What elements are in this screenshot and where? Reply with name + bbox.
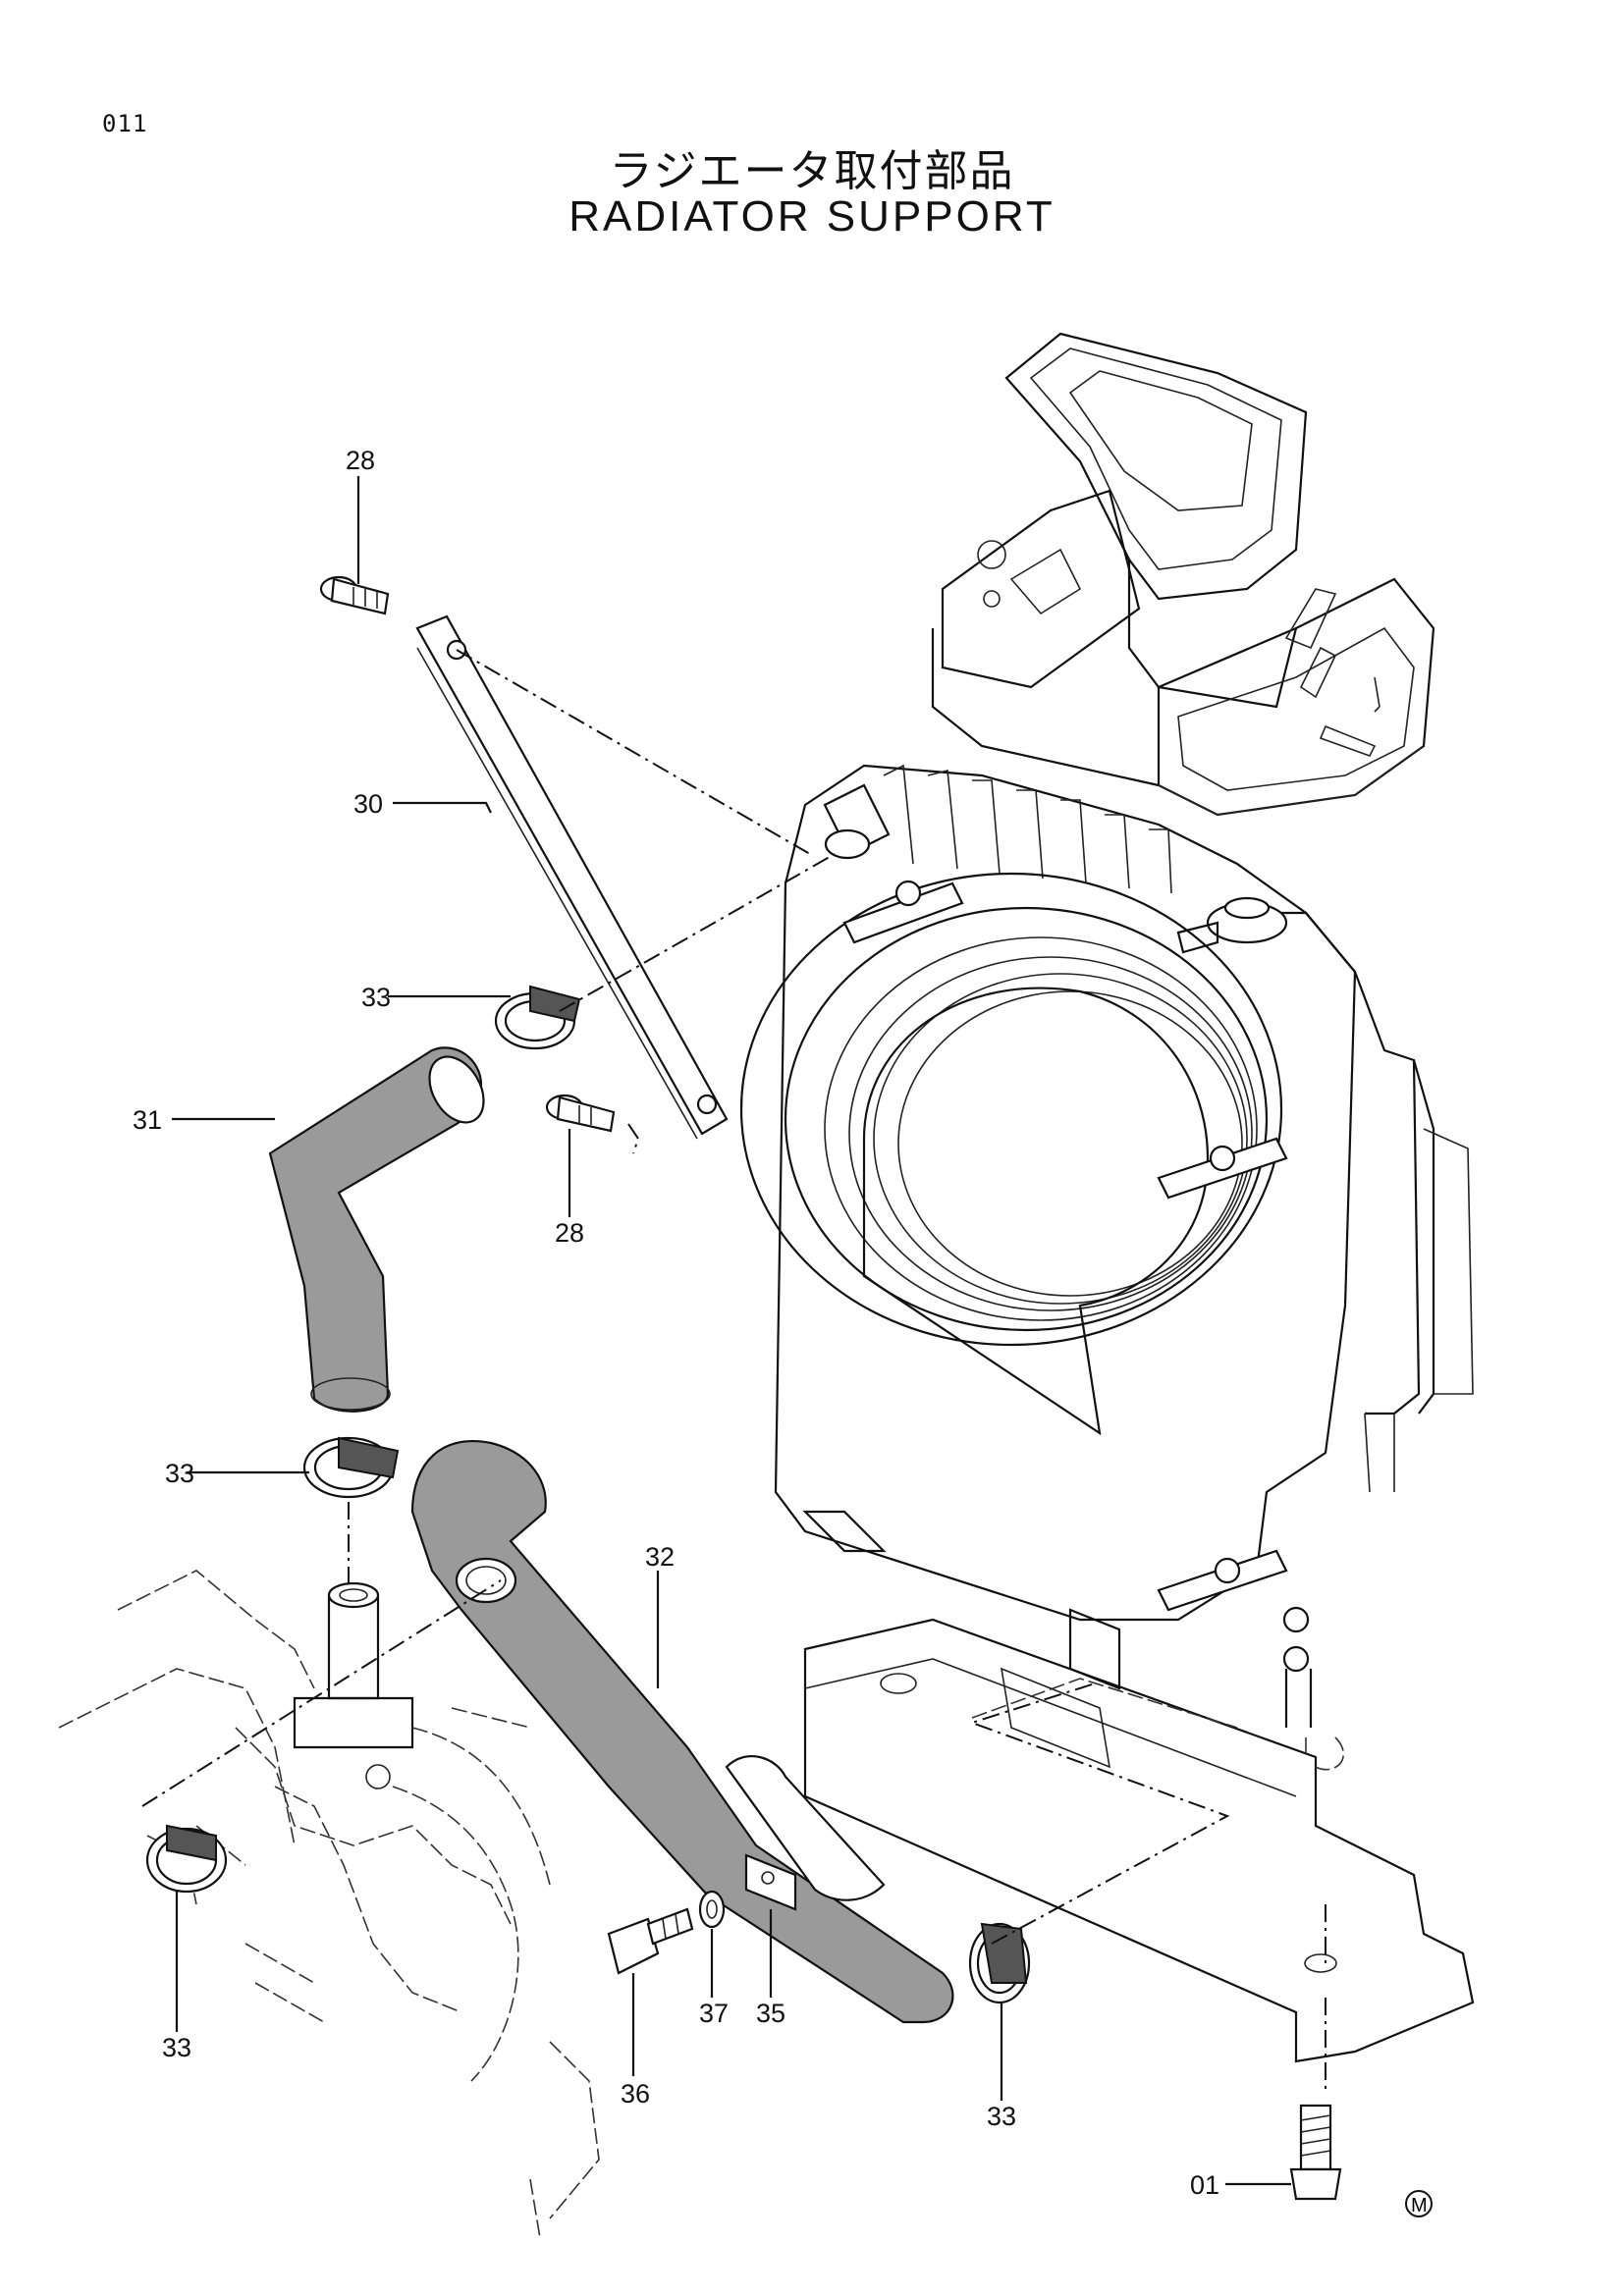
page-number: 011 — [102, 110, 148, 137]
m-mark: M — [1405, 2190, 1433, 2217]
m-mark-letter: M — [1411, 2195, 1428, 2216]
base-frame — [803, 1618, 1475, 2063]
title-english: RADIATOR SUPPORT — [568, 192, 1056, 240]
hose-clamp-33-lowerright — [968, 1922, 1031, 2004]
callout-33-lowerright: 33 — [987, 2102, 1016, 2131]
callout-31: 31 — [133, 1105, 162, 1135]
bolt-28-mid — [545, 1094, 616, 1133]
washer-37 — [698, 1890, 726, 1929]
title-japanese: ラジエータ取付部品 — [609, 146, 1015, 196]
hose-31 — [268, 1046, 485, 1413]
radiator-assembly — [739, 764, 1474, 1728]
hose-clamp-33-left — [302, 1436, 400, 1499]
callout-33-left: 33 — [165, 1459, 194, 1488]
callout-32: 32 — [645, 1542, 675, 1572]
engine-outline — [58, 1570, 600, 2239]
stay-bar-30 — [415, 614, 729, 1140]
callout-33-lowerleft: 33 — [162, 2033, 191, 2062]
leader-lines — [172, 476, 1291, 2186]
callout-28-mid: 28 — [555, 1218, 584, 1248]
callout-35: 35 — [756, 1999, 785, 2028]
bolt-36 — [607, 1907, 694, 1975]
callout-01: 01 — [1190, 2170, 1219, 2200]
callout-28-top: 28 — [346, 446, 375, 475]
assembly-lines — [141, 649, 1326, 2091]
operator-console — [931, 332, 1435, 817]
callout-30: 30 — [353, 789, 383, 819]
callout-33-upper: 33 — [361, 983, 391, 1012]
hose-clamp-33-upper — [494, 985, 581, 1050]
callout-36: 36 — [621, 2079, 650, 2109]
hose-32 — [410, 1440, 954, 2024]
hose-clamp-33-lowerleft — [145, 1824, 228, 1894]
bolt-28-top — [319, 575, 390, 615]
bolt-01 — [1289, 2104, 1342, 2201]
callout-37: 37 — [699, 1999, 729, 2028]
